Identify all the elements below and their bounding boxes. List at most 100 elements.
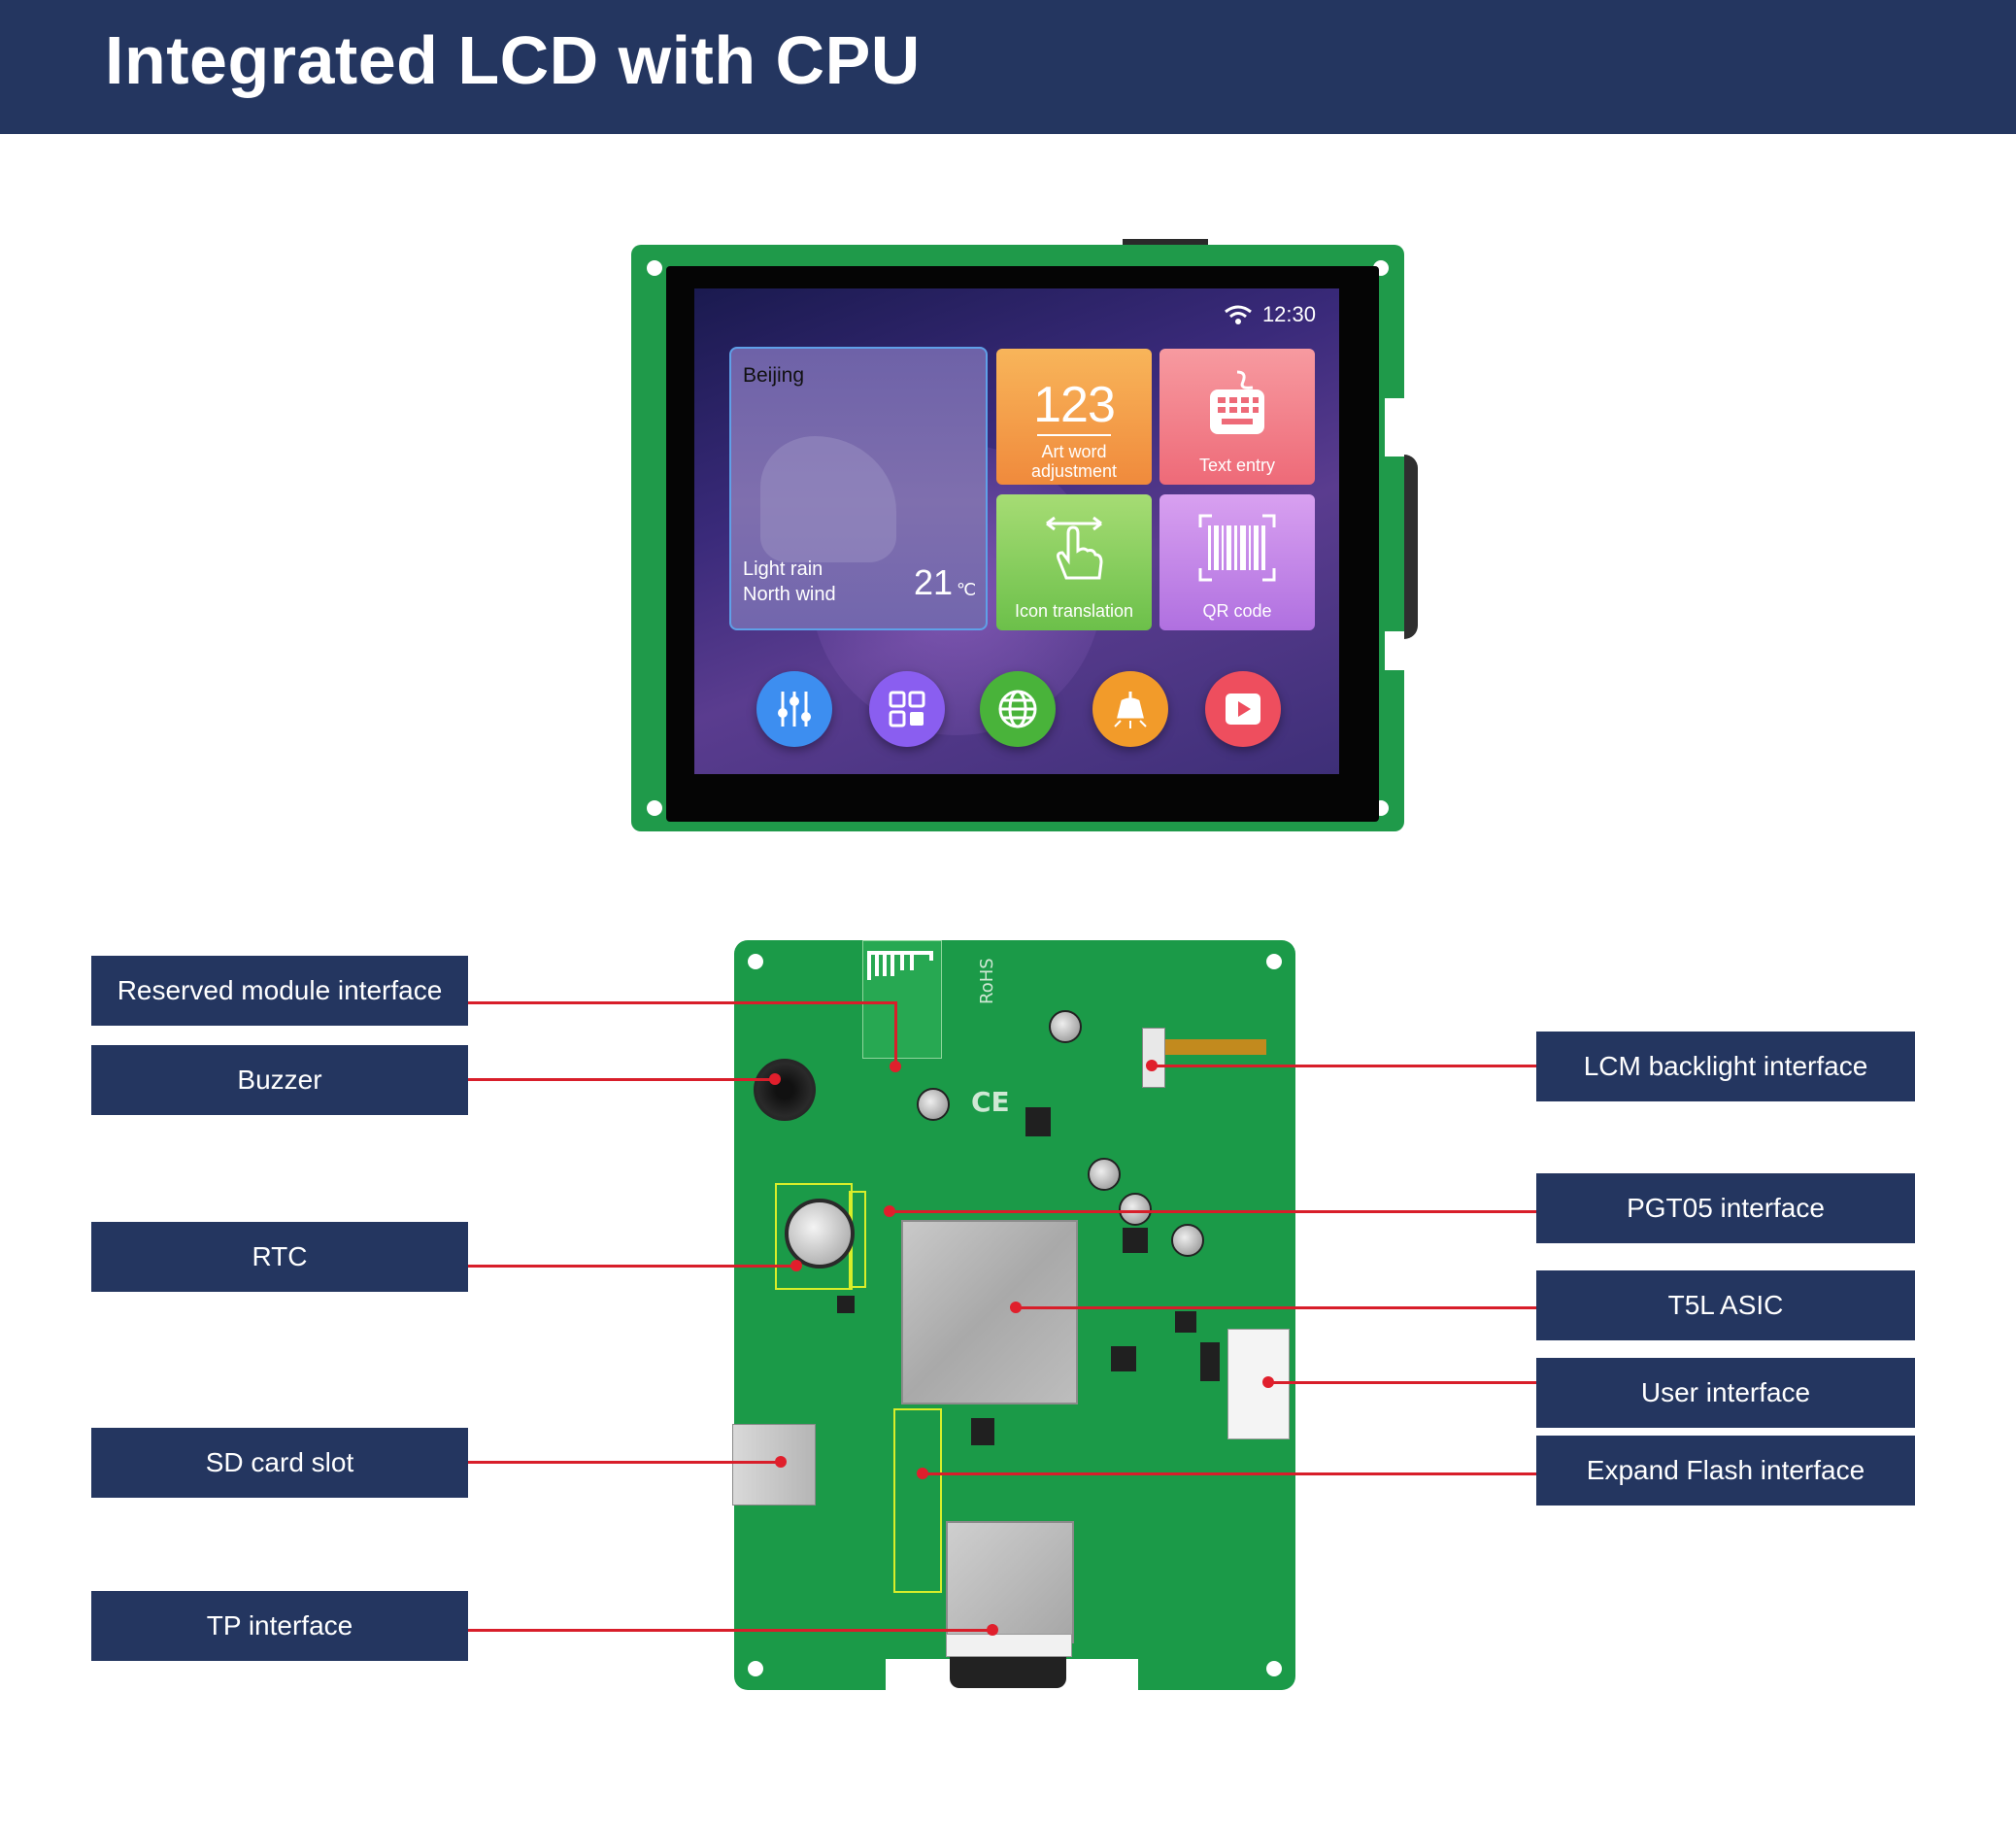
sliders-icon [778, 692, 811, 727]
callout-lcm-backlight-interface: LCM backlight interface [1536, 1032, 1915, 1101]
page-title: Integrated LCD with CPU [105, 22, 921, 98]
leader-dot [775, 1456, 787, 1468]
leader-dot [1262, 1376, 1274, 1388]
callout-buzzer: Buzzer [91, 1045, 468, 1115]
leader-line [923, 1472, 1536, 1475]
leader-line [468, 1265, 794, 1268]
leader-dot [890, 1061, 901, 1072]
tile-art-word-adjustment[interactable]: 123 Art word adjustment [996, 349, 1152, 485]
weather-unit: ℃ [957, 580, 977, 599]
antenna-pattern-icon [867, 951, 933, 980]
weather-cloud-icon [760, 436, 896, 562]
capacitor [917, 1088, 950, 1121]
mount-hole [1266, 1661, 1282, 1676]
mount-hole [748, 954, 763, 969]
callout-reserved-module-interface: Reserved module interface [91, 956, 468, 1026]
leader-line [1016, 1306, 1536, 1309]
dock-light-button[interactable] [1092, 671, 1168, 747]
sd-card-slot [732, 1424, 816, 1506]
callout-user-interface: User interface [1536, 1358, 1915, 1428]
callout-rtc: RTC [91, 1222, 468, 1292]
callout-pgt05-interface: PGT05 interface [1536, 1173, 1915, 1243]
leader-line [1156, 1065, 1536, 1067]
tile-icon-label: Icon translation [1014, 601, 1134, 621]
rohs-mark: RoHS [977, 958, 997, 1004]
tile-text-entry[interactable]: Text entry [1159, 349, 1315, 485]
antenna-trace [862, 940, 942, 1059]
status-bar: 12:30 [1224, 302, 1316, 327]
weather-temperature: 21 [914, 562, 954, 602]
dock-apps-button[interactable] [869, 671, 945, 747]
dock-video-button[interactable] [1205, 671, 1281, 747]
tp-connector [946, 1634, 1072, 1657]
leader-dot [1146, 1060, 1158, 1071]
lcd-screen: 12:30 Beijing Light rain North wind 21 ℃… [694, 288, 1339, 774]
mount-hole [647, 260, 662, 276]
leader-dot [917, 1468, 928, 1479]
weather-card[interactable]: Beijing Light rain North wind 21 ℃ [729, 347, 988, 630]
lcm-backlight-connector [1142, 1028, 1165, 1088]
status-time: 12:30 [1261, 302, 1316, 326]
lcd-side-gap [1385, 631, 1404, 670]
tile-qr-label: QR code [1202, 601, 1272, 621]
tile-divider [1037, 434, 1111, 436]
capacitor [1049, 1010, 1082, 1043]
ic-chip [837, 1296, 855, 1313]
leader-line [468, 1001, 897, 1004]
capacitor [1088, 1158, 1121, 1191]
tp-shield [946, 1521, 1074, 1643]
ce-mark: CE [971, 1086, 1010, 1118]
lcd-side-gap [1385, 398, 1404, 457]
mount-hole [748, 1661, 763, 1676]
keyboard-icon [1210, 370, 1264, 434]
t5l-asic-shield [901, 1220, 1078, 1404]
mount-hole [647, 800, 662, 816]
bulb-icon [1114, 692, 1147, 728]
header-banner: Integrated LCD with CPU [0, 0, 2016, 134]
leader-line [468, 1629, 992, 1632]
user-connector [1227, 1329, 1290, 1439]
capacitor [1119, 1193, 1152, 1226]
dock-settings-button[interactable] [756, 671, 832, 747]
rtc-battery [785, 1199, 855, 1269]
ic-chip [1123, 1228, 1148, 1253]
buzzer-component [754, 1059, 816, 1121]
leader-dot [790, 1260, 802, 1271]
leader-line [468, 1078, 773, 1081]
weather-city: Beijing [743, 364, 805, 387]
capacitor [1171, 1224, 1204, 1257]
callout-t5l-asic: T5L ASIC [1536, 1270, 1915, 1340]
play-icon [1226, 694, 1260, 725]
dock-network-button[interactable] [980, 671, 1056, 747]
barcode-icon [1198, 514, 1276, 582]
tile-art-number: 123 [1033, 377, 1116, 433]
touch-hand-icon [1046, 516, 1103, 580]
ic-chip [971, 1418, 994, 1445]
mount-hole [1266, 954, 1282, 969]
leader-dot [987, 1624, 998, 1636]
tile-qr-code[interactable]: QR code [1159, 494, 1315, 630]
tile-text-label: Text entry [1198, 456, 1276, 475]
flash-outline [893, 1408, 942, 1593]
ic-chip [1175, 1311, 1196, 1333]
callout-sd-card-slot: SD card slot [91, 1428, 468, 1498]
wifi-icon [1225, 305, 1252, 324]
tile-art-label-2: adjustment [1030, 461, 1118, 481]
callout-expand-flash-interface: Expand Flash interface [1536, 1436, 1915, 1506]
leader-line [891, 1210, 1536, 1213]
apps-grid-icon [889, 691, 925, 727]
ic-chip [1200, 1342, 1220, 1381]
tile-icon-translation[interactable]: Icon translation [996, 494, 1152, 630]
leader-dot [769, 1073, 781, 1085]
leader-line [1268, 1381, 1536, 1384]
callout-tp-interface: TP interface [91, 1591, 468, 1661]
tile-art-label: Art word [1041, 442, 1107, 461]
weather-wind: North wind [743, 584, 836, 605]
leader-dot [884, 1205, 895, 1217]
weather-condition: Light rain [743, 558, 823, 580]
ic-chip [1025, 1107, 1051, 1136]
globe-icon [998, 690, 1037, 728]
ic-chip [1111, 1346, 1136, 1371]
leader-line [894, 1001, 897, 1066]
lcm-backlight-fpc [1159, 1039, 1266, 1055]
